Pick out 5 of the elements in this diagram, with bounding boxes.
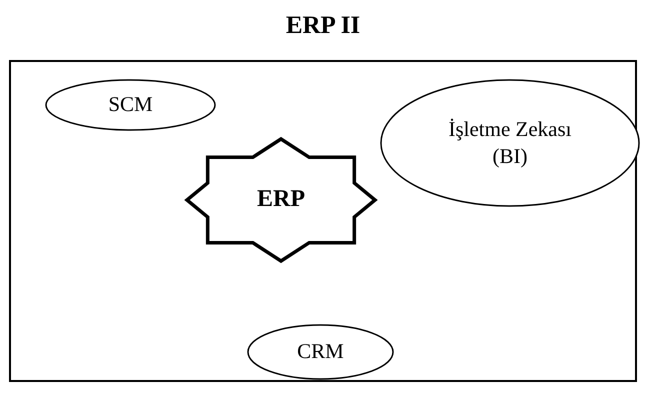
node-label: SCM [108,91,153,118]
node-label: CRM [297,338,344,366]
node-label: İşletme Zekası (BI) [447,116,573,170]
node-label: ERP [257,185,305,214]
diagram-heading: ERP II [284,11,362,41]
